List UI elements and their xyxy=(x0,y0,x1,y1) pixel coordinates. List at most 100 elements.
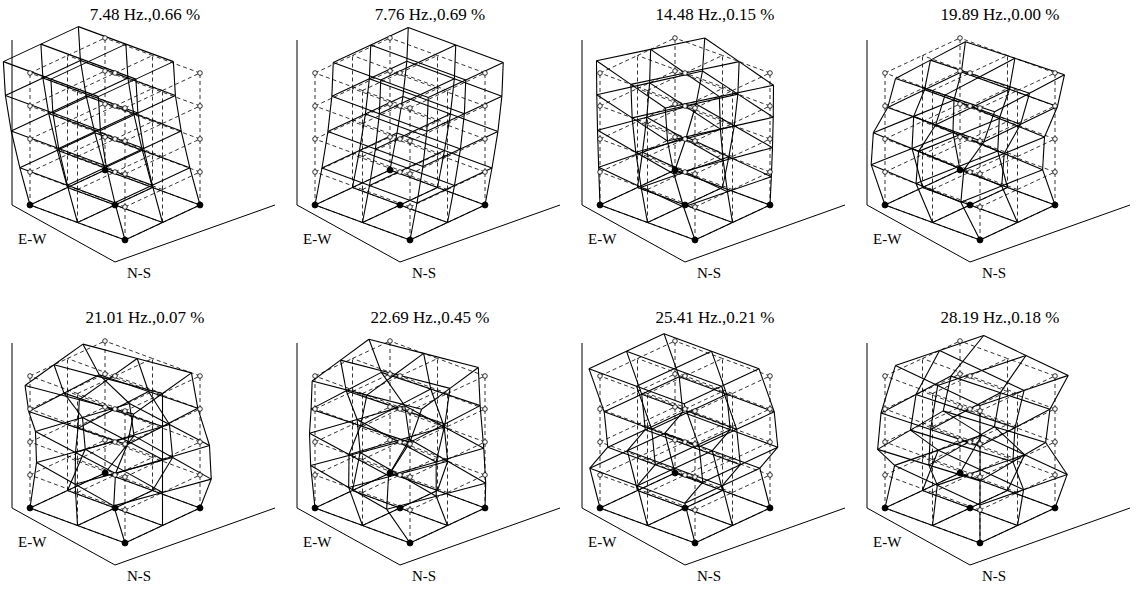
undeformed-line xyxy=(960,137,961,170)
sensor-point xyxy=(1053,137,1058,142)
undeformed-line xyxy=(315,205,363,223)
undeformed-line xyxy=(200,106,201,139)
deformed-line xyxy=(445,406,480,424)
undeformed-line xyxy=(68,359,116,377)
undeformed-line xyxy=(30,172,78,190)
sensor-point xyxy=(312,202,318,208)
undeformed-line xyxy=(115,122,153,140)
undeformed-line xyxy=(600,491,638,509)
deformed-line xyxy=(980,490,1024,505)
deformed-line xyxy=(685,486,723,504)
deformed-line xyxy=(448,205,486,223)
deformed-line xyxy=(885,465,895,508)
undeformed-line xyxy=(722,89,723,122)
deformed-line xyxy=(638,170,676,188)
undeformed-line xyxy=(695,444,696,477)
deformed-line xyxy=(20,168,67,186)
undeformed-line xyxy=(125,477,126,510)
undeformed-line xyxy=(448,205,486,223)
deformed-line xyxy=(30,463,37,508)
mode-panel xyxy=(12,339,275,565)
undeformed-line xyxy=(315,155,353,173)
deformed-line xyxy=(647,83,650,117)
deformed-line xyxy=(29,411,36,431)
undeformed-line xyxy=(733,409,771,427)
sensor-point xyxy=(408,205,413,210)
undeformed-line xyxy=(885,359,923,377)
deformed-line xyxy=(76,453,116,474)
deformed-line xyxy=(68,473,106,491)
deformed-line xyxy=(163,445,210,459)
deformed-line xyxy=(88,44,126,62)
deformed-line xyxy=(311,391,346,409)
undeformed-line xyxy=(125,157,163,175)
axis-line xyxy=(12,343,275,565)
deformed-line xyxy=(460,132,498,150)
deformed-line xyxy=(652,429,700,447)
deformed-line xyxy=(64,375,99,393)
deformed-line xyxy=(720,117,773,129)
sensor-point xyxy=(483,71,488,76)
undeformed-line xyxy=(447,190,448,223)
deformed-line xyxy=(632,118,636,152)
deformed-line xyxy=(41,44,43,78)
sensor-point xyxy=(123,475,128,480)
undeformed-line xyxy=(933,526,981,544)
sensor-point xyxy=(978,172,983,177)
deformed-line xyxy=(35,418,82,432)
sensor-point xyxy=(103,405,108,410)
deformed-line xyxy=(1043,137,1045,170)
sensor-point xyxy=(968,374,973,379)
deformed-line xyxy=(114,493,163,506)
deformed-line xyxy=(1002,170,1043,186)
undeformed-line xyxy=(485,409,486,442)
deformed-line xyxy=(873,133,918,152)
deformed-line xyxy=(954,100,999,119)
sensor-point xyxy=(123,508,128,513)
undeformed-line xyxy=(315,392,353,410)
deformed-line xyxy=(1057,75,1064,107)
deformed-line xyxy=(144,148,153,185)
undeformed-line xyxy=(1007,155,1008,188)
deformed-line xyxy=(106,148,144,166)
deformed-line xyxy=(138,95,176,113)
deformed-line xyxy=(464,96,502,114)
undeformed-line xyxy=(637,122,638,155)
sensor-point xyxy=(978,508,983,513)
deformed-line xyxy=(727,394,775,412)
deformed-line xyxy=(41,44,89,62)
sensor-point xyxy=(387,167,393,173)
mode-panel xyxy=(3,27,275,262)
sensor-point xyxy=(672,470,678,476)
sensor-point xyxy=(482,505,488,511)
deformed-line xyxy=(938,450,981,470)
deformed-line xyxy=(64,393,113,410)
axis-line xyxy=(297,40,560,262)
deformed-line xyxy=(43,78,91,96)
undeformed-line xyxy=(770,442,771,475)
deformed-line xyxy=(962,427,995,446)
deformed-line xyxy=(1008,188,1056,206)
undeformed-line xyxy=(970,205,1018,223)
deformed-line xyxy=(696,71,702,104)
deformed-line xyxy=(448,508,486,526)
deformed-line xyxy=(980,526,1018,544)
deformed-line xyxy=(651,49,685,73)
deformed-line xyxy=(153,188,201,206)
undeformed-line xyxy=(353,38,391,56)
sensor-point xyxy=(27,505,33,511)
sensor-point xyxy=(598,407,603,412)
undeformed-line xyxy=(600,188,638,206)
deformed-line xyxy=(78,526,126,544)
deformed-line xyxy=(931,386,938,430)
axis-label: N-S xyxy=(981,266,1007,281)
undeformed-line xyxy=(885,442,886,475)
sensor-point xyxy=(683,374,688,379)
undeformed-line xyxy=(200,73,201,106)
sensor-point xyxy=(198,71,203,76)
deformed-line xyxy=(720,129,723,161)
deformed-line xyxy=(916,183,961,202)
undeformed-line xyxy=(125,223,163,241)
undeformed-line xyxy=(933,376,971,394)
deformed-line xyxy=(407,168,455,186)
